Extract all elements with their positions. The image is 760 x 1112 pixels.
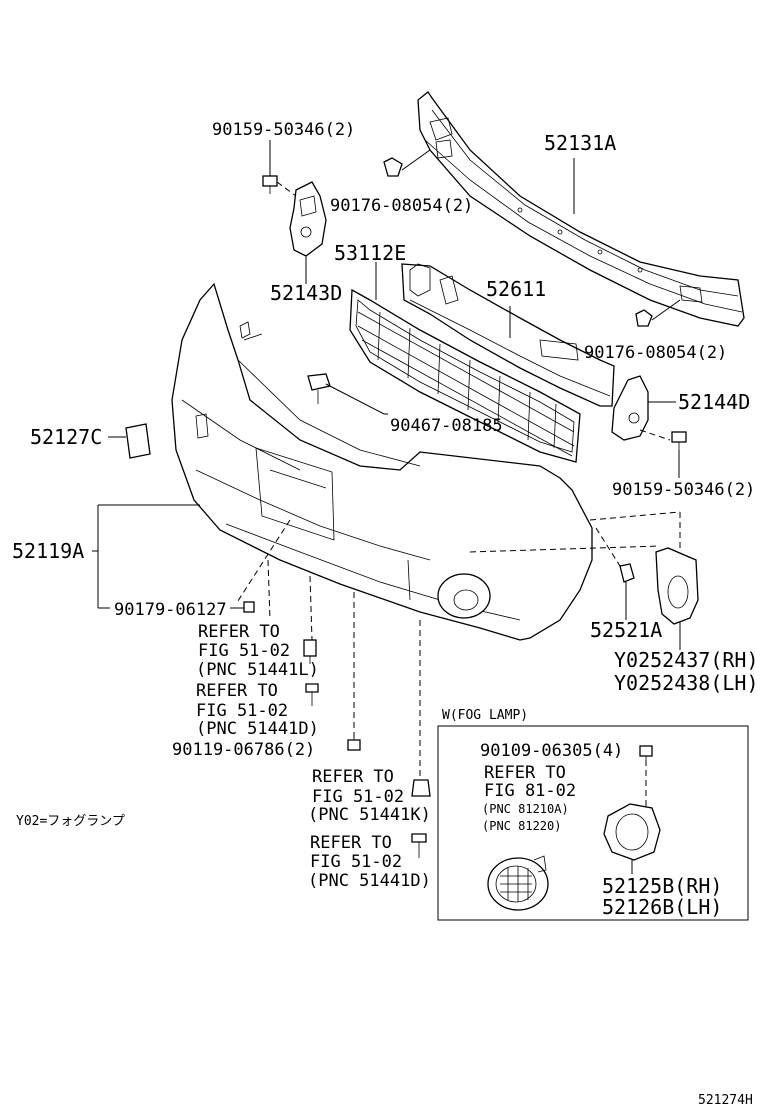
label-52144D: 52144D bbox=[678, 390, 750, 414]
bracket-52144D bbox=[611, 375, 676, 441]
ref1-line3: (PNC 51441L) bbox=[196, 660, 319, 680]
ref5-line1: REFER TO bbox=[484, 763, 566, 783]
dash-line-6 bbox=[589, 511, 681, 521]
fog-lamp-box bbox=[437, 725, 749, 921]
bolt-90159-top bbox=[262, 140, 297, 197]
ref3-line3: (PNC 51441K) bbox=[308, 805, 431, 825]
fog-lamp-81210A bbox=[487, 855, 549, 911]
y02-note: Y02=フォグランプ bbox=[16, 814, 125, 829]
clip-52521A bbox=[595, 527, 635, 620]
fog-bezel-Y0252437 bbox=[655, 512, 699, 650]
label-52119A: 52119A bbox=[12, 539, 84, 563]
ref2-line2: FIG 51-02 bbox=[196, 701, 288, 721]
fastener-51441D-1 bbox=[305, 683, 319, 706]
ref4-line1: REFER TO bbox=[310, 833, 392, 853]
ref2-line1: REFER TO bbox=[196, 681, 278, 701]
label-90159-top: 90159-50346(2) bbox=[212, 120, 355, 140]
label-90159-right: 90159-50346(2) bbox=[612, 480, 755, 500]
clip-90176-right bbox=[635, 299, 681, 327]
diagram-id: 521274H bbox=[698, 1093, 753, 1108]
screw-90179 bbox=[230, 601, 255, 613]
fog-housing-52125B bbox=[603, 760, 661, 874]
ref3-line1: REFER TO bbox=[312, 767, 394, 787]
ref2-line3: (PNC 51441D) bbox=[196, 719, 319, 739]
clip-90467 bbox=[307, 373, 388, 415]
ref3-line2: FIG 51-02 bbox=[312, 787, 404, 807]
label-Y0252438: Y0252438(LH) bbox=[614, 671, 759, 695]
label-Y0252437: Y0252437(RH) bbox=[614, 648, 759, 672]
fog-box-title: W(FOG LAMP) bbox=[442, 708, 528, 723]
label-90179: 90179-06127 bbox=[114, 600, 227, 620]
label-53112E: 53112E bbox=[334, 241, 406, 265]
label-52131A: 52131A bbox=[544, 131, 616, 155]
label-52521A: 52521A bbox=[590, 618, 662, 642]
label-52127C: 52127C bbox=[30, 425, 102, 449]
label-90176-top: 90176-08054(2) bbox=[330, 196, 473, 216]
label-52611: 52611 bbox=[486, 277, 546, 301]
cap-52127C bbox=[108, 423, 151, 459]
bracket-52143D bbox=[289, 181, 327, 284]
ref4-line2: FIG 51-02 bbox=[310, 852, 402, 872]
bolt-90159-right bbox=[671, 431, 687, 478]
label-52125B: 52125B(RH) bbox=[602, 874, 722, 898]
ref4-line3: (PNC 51441D) bbox=[308, 871, 431, 891]
dash-line-3 bbox=[309, 575, 313, 641]
label-90109: 90109-06305(4) bbox=[480, 741, 623, 761]
dash-line-2 bbox=[267, 559, 271, 621]
dash-line-1 bbox=[235, 519, 291, 605]
label-90176-right: 90176-08054(2) bbox=[584, 343, 727, 363]
label-90467: 90467-08185 bbox=[390, 416, 503, 436]
bumper-cover-52119A bbox=[171, 282, 593, 641]
ref1-line2: FIG 51-02 bbox=[198, 641, 290, 661]
ref5-pnc1: (PNC 81210A) bbox=[482, 802, 569, 816]
dash-line-7 bbox=[469, 545, 661, 553]
label-52143D: 52143D bbox=[270, 281, 342, 305]
ref5-line2: FIG 81-02 bbox=[484, 781, 576, 801]
bolt-90119 bbox=[347, 734, 361, 751]
bolt-90109 bbox=[639, 745, 653, 764]
fastener-51441D-2 bbox=[411, 833, 427, 858]
ref5-pnc2: (PNC 81220) bbox=[482, 819, 561, 833]
label-52126B: 52126B(LH) bbox=[602, 895, 722, 919]
energy-absorber-52611 bbox=[401, 263, 615, 407]
ref1-line1: REFER TO bbox=[198, 622, 280, 642]
fastener-51441K bbox=[411, 779, 431, 797]
bracket-52119A-lead bbox=[92, 504, 200, 609]
fastener-51441L bbox=[303, 639, 317, 664]
lower-grille-53112E bbox=[349, 262, 581, 463]
clip-90176-top bbox=[383, 149, 431, 177]
label-90119: 90119-06786(2) bbox=[172, 740, 315, 760]
